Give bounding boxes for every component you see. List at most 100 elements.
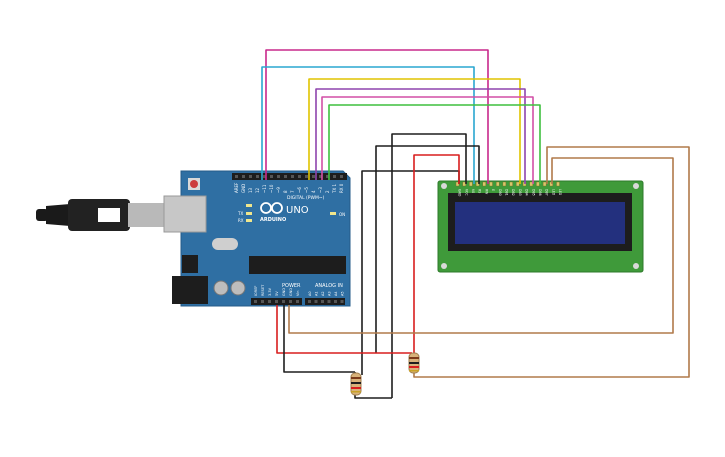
wire-magenta (265, 49, 489, 184)
lcd-pin[interactable] (516, 181, 520, 187)
lcd-pin[interactable] (489, 181, 493, 187)
digital-pin-label: ~10 (269, 184, 274, 193)
lcd-pin[interactable] (496, 181, 500, 187)
power-pin-hole[interactable] (261, 300, 264, 303)
digital-pin-label: 13 (248, 187, 253, 193)
digital-pin-hole[interactable] (326, 175, 329, 178)
lcd-pin-label: VCC (464, 189, 468, 196)
digital-pin-hole[interactable] (263, 175, 266, 178)
digital-pin-hole[interactable] (340, 175, 343, 178)
digital-pin-label: ~5 (304, 187, 309, 193)
analog-pin-hole[interactable] (308, 300, 311, 303)
analog-pin-hole[interactable] (321, 300, 324, 303)
digital-pin-hole[interactable] (319, 175, 322, 178)
power-pin-label: IOREF (254, 286, 258, 296)
analog-pin-label: A4 (334, 291, 338, 296)
on-led-label: ON (339, 212, 345, 217)
wire-brown-2 (288, 157, 674, 334)
digital-pin-label: ~3 (318, 187, 323, 193)
digital-pin-label: ~6 (297, 187, 302, 193)
lcd-pin[interactable] (509, 181, 513, 187)
digital-pin-label: 4 (311, 190, 316, 193)
analog-pin-hole[interactable] (327, 300, 331, 303)
digital-pin-hole[interactable] (333, 175, 336, 178)
digital-pin-hole[interactable] (277, 175, 280, 178)
lcd-pin[interactable] (536, 181, 540, 187)
lcd-pin-label: RW (484, 189, 488, 195)
lcd-pin-label: RS (478, 189, 482, 193)
lcd-pin-label: DB6 (538, 189, 542, 196)
wire-purple-1 (315, 88, 526, 184)
digital-pin-label: AREF (234, 182, 239, 193)
power-pin-hole[interactable] (254, 300, 257, 303)
wire-cyan (261, 66, 475, 184)
digital-pin-hole[interactable] (235, 175, 238, 178)
lcd-pin[interactable] (482, 181, 486, 187)
power-pin-hole[interactable] (296, 300, 299, 303)
digital-pin-hole[interactable] (284, 175, 287, 178)
wire-pink (321, 96, 534, 184)
wire-brown-1 (413, 146, 690, 378)
digital-pin-hole[interactable] (305, 175, 308, 178)
analog-pin-label: A1 (315, 291, 319, 296)
digital-pin-hole[interactable] (256, 175, 259, 178)
lcd-pin-label: DB1 (505, 189, 509, 196)
power-pin-hole[interactable] (268, 300, 271, 303)
lcd-pin-label: DB4 (525, 189, 529, 196)
lcd-pin-label: DB3 (518, 189, 522, 196)
lcd-pin[interactable] (502, 181, 507, 187)
digital-header (232, 173, 347, 180)
digital-pin-label: ~11 (262, 184, 267, 193)
analog-pin-hole[interactable] (314, 300, 318, 303)
lcd-pin-label: DB0 (498, 189, 502, 196)
digital-pin-label: RX 0 (339, 183, 344, 193)
analog-pin-label: A0 (308, 291, 312, 296)
lcd-pin-label: DB7 (545, 189, 549, 196)
digital-pin-label: GND (241, 184, 246, 193)
digital-pin-hole[interactable] (291, 175, 294, 178)
wire-red-1 (413, 154, 460, 353)
lcd-pin-label: GND (458, 189, 462, 197)
resistor-2[interactable] (408, 352, 420, 374)
analog-pin-label: A2 (321, 291, 325, 296)
power-pin-hole[interactable] (289, 300, 292, 303)
usb-cable[interactable] (36, 199, 174, 231)
lcd-screen (455, 202, 625, 244)
power-pin-label: GND (289, 288, 293, 296)
analog-pin-label: A3 (328, 291, 332, 296)
lcd-pin-label: E (491, 189, 495, 191)
lcd-pin-label: DB5 (531, 189, 535, 196)
rx-led-label: RX (238, 218, 244, 223)
digital-pin-hole[interactable] (270, 175, 273, 178)
power-pin-hole[interactable] (282, 300, 285, 303)
digital-pin-hole[interactable] (242, 175, 245, 178)
power-pin-label: GND (282, 288, 286, 296)
analog-pin-hole[interactable] (340, 300, 344, 303)
resistor-1[interactable] (350, 372, 362, 396)
lcd-pin[interactable] (542, 181, 547, 187)
digital-pin-hole[interactable] (298, 175, 301, 178)
power-pin-label: 5V (275, 291, 279, 296)
lcd-pin-label: V0 (471, 189, 475, 193)
analog-pin-label: A5 (341, 291, 345, 296)
digital-pin-hole[interactable] (249, 175, 252, 178)
wire-black-2 (375, 145, 480, 353)
power-pin-label: 3.3V (268, 287, 272, 296)
power-pin-hole[interactable] (275, 300, 278, 303)
lcd-pin[interactable] (556, 181, 560, 187)
digital-pin-label: ~9 (276, 187, 281, 193)
lcd-pin[interactable] (469, 181, 473, 187)
analog-pin-hole[interactable] (334, 300, 337, 303)
wires[interactable] (261, 49, 690, 399)
analog-header (305, 298, 345, 305)
digital-pin-hole[interactable] (312, 175, 315, 178)
microcontroller-chip (249, 256, 346, 274)
digital-pin-label: 8 (283, 190, 288, 193)
wire-black-4 (283, 305, 355, 373)
power-label: POWER (282, 283, 301, 289)
lcd-pin-label: DB2 (511, 189, 515, 196)
wire-yellow (308, 78, 521, 184)
